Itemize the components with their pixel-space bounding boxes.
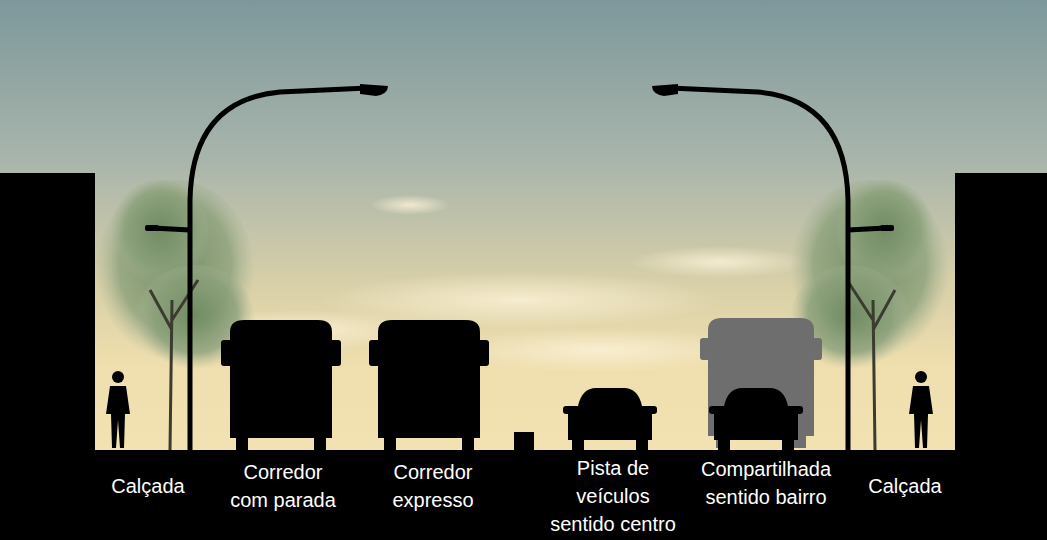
trees: [95, 180, 950, 450]
buses: [221, 320, 489, 452]
lane-label: Pista de veículos sentido centro: [542, 454, 684, 538]
median: [514, 432, 534, 452]
lamp-heads: [145, 84, 894, 231]
grey-bus: [700, 318, 822, 448]
lamp-posts: [152, 88, 886, 450]
ground: [0, 450, 1047, 540]
lane-label: Calçada: [850, 472, 960, 500]
cars: [563, 388, 803, 454]
pedestrians: [106, 371, 933, 448]
sky: [0, 0, 1047, 460]
buildings: [0, 173, 1047, 463]
lane-label: Corredor com parada: [224, 458, 342, 514]
lane-label: Calçada: [93, 472, 203, 500]
lane-label: Corredor expresso: [374, 458, 492, 514]
lane-label: Compartilhada sentido bairro: [697, 455, 835, 511]
